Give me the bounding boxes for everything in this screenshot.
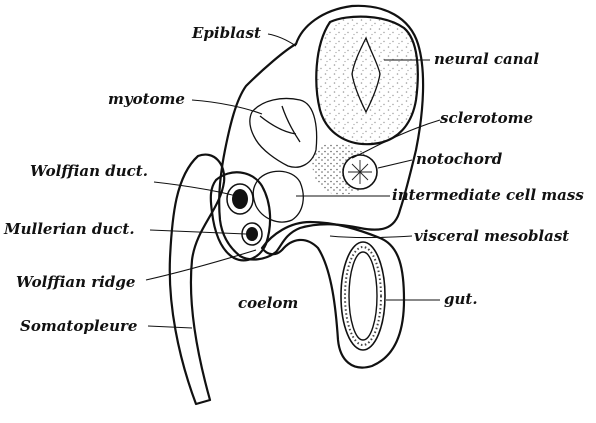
wolffian-duct-lumen	[232, 189, 248, 209]
label-epiblast: Epiblast	[191, 24, 261, 42]
label-mullerian-duct: Mullerian duct.	[3, 220, 135, 238]
somatopleure	[170, 155, 224, 404]
myotome-fold	[260, 106, 300, 142]
label-visceral-mesoblast: visceral mesoblast	[414, 227, 569, 245]
label-intermediate-cell-mass: intermediate cell mass	[392, 186, 584, 204]
intermediate-cell-mass	[253, 171, 303, 222]
label-myotome: myotome	[108, 90, 185, 108]
neural-tube-stipple	[316, 17, 418, 145]
label-coelom: coelom	[238, 294, 298, 312]
label-notochord: notochord	[416, 150, 503, 168]
label-wolffian-ridge: Wolffian ridge	[16, 273, 135, 291]
label-somatopleure: Somatopleure	[20, 317, 137, 335]
label-gut: gut.	[444, 290, 478, 308]
gut-lumen	[349, 252, 377, 340]
mullerian-duct-lumen	[246, 227, 258, 241]
label-sclerotome: sclerotome	[440, 109, 533, 127]
label-neural-canal: neural canal	[434, 50, 539, 68]
label-wolffian-duct: Wolffian duct.	[30, 162, 148, 180]
